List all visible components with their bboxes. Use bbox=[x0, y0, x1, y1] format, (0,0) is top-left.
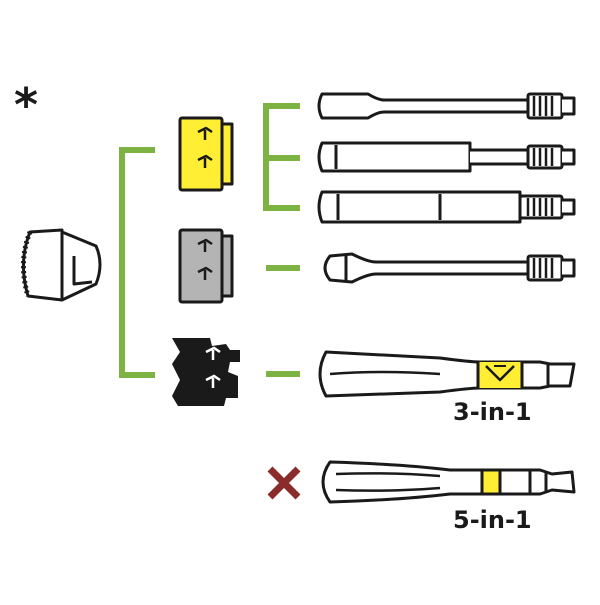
spray-lance-2 bbox=[317, 141, 576, 173]
yellow-adapter-icon bbox=[178, 116, 234, 192]
asterisk-symbol: * bbox=[14, 78, 39, 132]
label-5-in-1: 5-in-1 bbox=[453, 506, 532, 534]
brush-nozzle-icon bbox=[20, 228, 102, 302]
spray-lance-5in1 bbox=[321, 460, 576, 504]
spray-lance-4 bbox=[323, 252, 576, 284]
black-adapter-icon bbox=[172, 338, 240, 406]
cross-mark-icon bbox=[267, 466, 301, 500]
grey-adapter-icon bbox=[178, 228, 234, 304]
label-3-in-1: 3-in-1 bbox=[453, 398, 532, 426]
spray-lance-3 bbox=[317, 190, 576, 224]
spray-lance-1 bbox=[317, 92, 576, 120]
spray-lance-3in1 bbox=[318, 350, 576, 398]
connection-lines bbox=[119, 103, 300, 378]
